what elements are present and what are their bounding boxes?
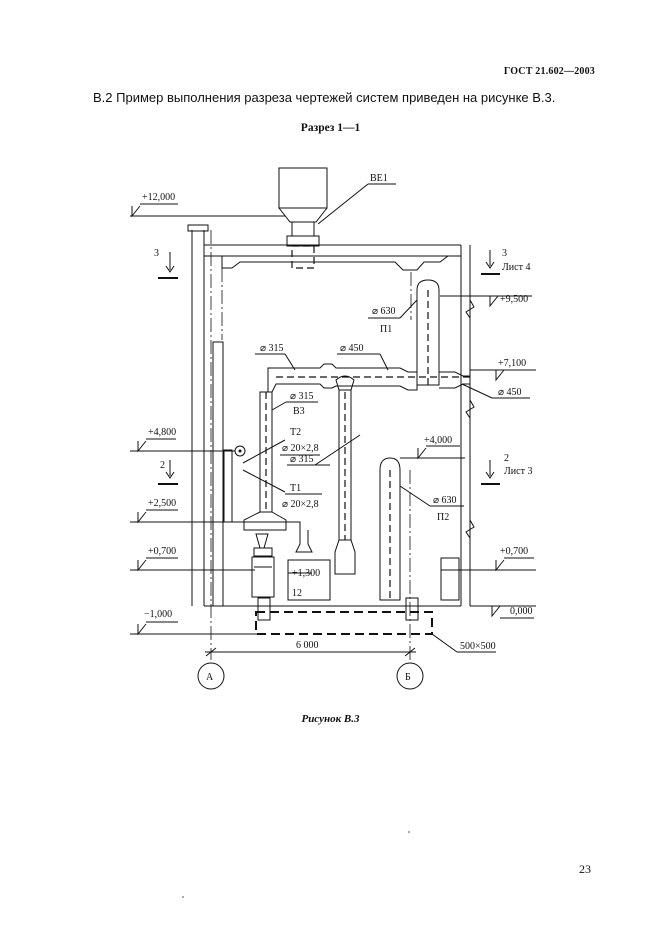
label-d315-top: ⌀ 315 bbox=[260, 343, 284, 354]
level-9500: +9,500 bbox=[500, 294, 528, 305]
label-p2: П2 bbox=[437, 512, 449, 523]
level-7100: +7,100 bbox=[498, 358, 526, 369]
vertical-duct-v3: ⌀ 315 В3 bbox=[243, 391, 318, 531]
level-2500: +2,500 bbox=[148, 498, 176, 509]
section-title: Разрез 1—1 bbox=[300, 122, 361, 134]
section-right-2-sheet: Лист 3 bbox=[504, 466, 532, 477]
main-horizontal-duct: ⌀ 315 ⌀ 450 ⌀ 450 bbox=[255, 343, 530, 399]
level-4000: +4,000 bbox=[424, 435, 452, 446]
level-m1000: −1,000 bbox=[144, 609, 172, 620]
pipe-t1-t2: Т2 ⌀ 20×2,8 Т1 ⌀ 20×2,8 ⌀ 315 bbox=[223, 427, 361, 523]
supply-duct-p1: ⌀ 630 П1 bbox=[368, 279, 440, 386]
label-t2: Т2 bbox=[290, 427, 301, 438]
equipment-units: 12 +1,300 bbox=[251, 530, 460, 601]
level-1300: +1,300 bbox=[292, 568, 320, 579]
underground-duct: 500×500 bbox=[255, 611, 496, 653]
label-d450-right: ⌀ 450 bbox=[498, 387, 522, 398]
axis-a-label: А bbox=[206, 672, 214, 683]
grid-axes: 6 000 А Б bbox=[197, 230, 424, 690]
section-right-3-sheet: Лист 4 bbox=[502, 262, 530, 273]
level-12000: +12,000 bbox=[142, 192, 175, 203]
section-left-2: 2 bbox=[160, 460, 165, 471]
supply-duct-p2: ⌀ 630 П2 bbox=[257, 457, 464, 621]
figure-caption: Рисунок В.3 bbox=[301, 713, 360, 725]
label-t1-size: ⌀ 20×2,8 bbox=[282, 499, 319, 510]
section-right-2: 2 bbox=[504, 453, 509, 464]
level-0000: 0,000 bbox=[510, 606, 533, 617]
building-structure bbox=[187, 224, 475, 607]
label-be1: ВЕ1 bbox=[370, 173, 388, 184]
level-marks: +12,000 +9,500 +7,100 +4,800 +4,000 +2,5… bbox=[130, 192, 536, 636]
exhaust-unit-ve1: ВЕ1 bbox=[278, 167, 396, 269]
page-number: 23 bbox=[579, 862, 591, 876]
label-p1: П1 bbox=[380, 324, 392, 335]
section-marks: 3 3 Лист 4 2 2 Лист 3 bbox=[154, 248, 532, 485]
label-duct-size: 500×500 bbox=[460, 641, 496, 652]
level-0700-left: +0,700 bbox=[148, 546, 176, 557]
riser-left bbox=[212, 341, 224, 607]
axis-b-label: Б bbox=[405, 672, 411, 683]
label-equip-12: 12 bbox=[292, 588, 302, 599]
intro-paragraph: В.2 Пример выполнения разреза чертежей с… bbox=[93, 90, 556, 105]
label-t2-size: ⌀ 20×2,8 bbox=[282, 443, 319, 454]
label-d315-mid: ⌀ 315 bbox=[290, 454, 314, 465]
standard-code: ГОСТ 21.602—2003 bbox=[503, 66, 595, 77]
level-0700-right: +0,700 bbox=[500, 546, 528, 557]
label-t1: Т1 bbox=[290, 483, 301, 494]
label-d315-v3: ⌀ 315 bbox=[290, 391, 314, 402]
label-d630-p1: ⌀ 630 bbox=[372, 306, 396, 317]
level-4800: +4,800 bbox=[148, 427, 176, 438]
label-v3: В3 bbox=[293, 406, 305, 417]
section-right-3: 3 bbox=[502, 248, 507, 259]
label-d450-top: ⌀ 450 bbox=[340, 343, 364, 354]
vertical-duct-center bbox=[334, 375, 356, 575]
label-d630-p2: ⌀ 630 bbox=[433, 495, 457, 506]
section-left-3: 3 bbox=[154, 248, 159, 259]
dimension-span: 6 000 bbox=[296, 640, 319, 651]
